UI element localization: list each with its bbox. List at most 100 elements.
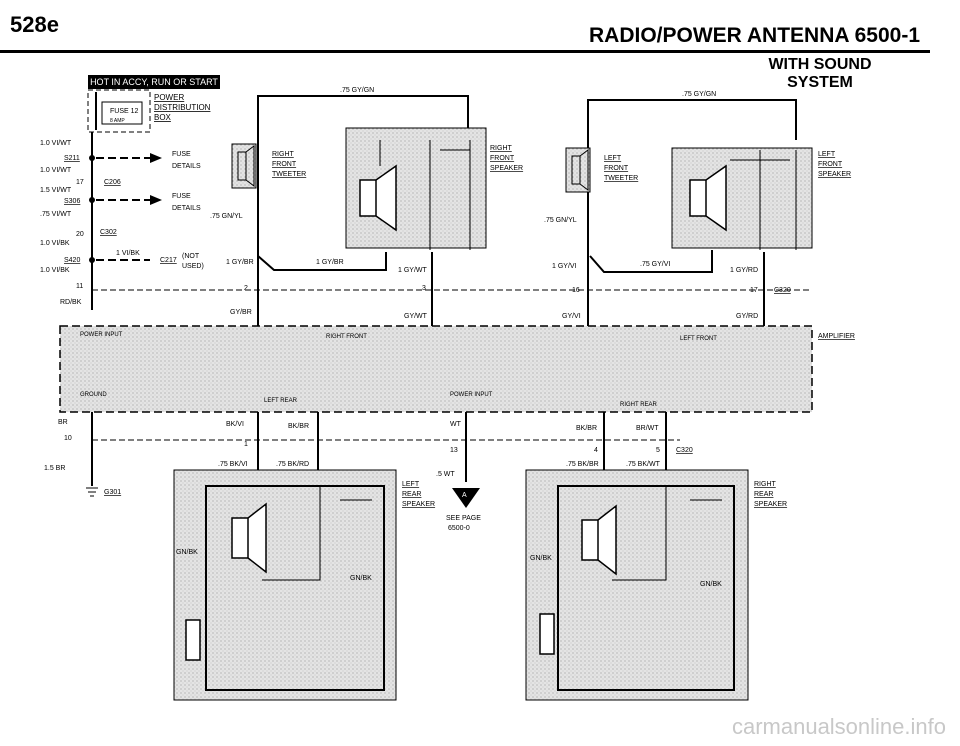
rf-feed-label: .75 GY/GN <box>340 87 374 94</box>
lf-pin-16: 16 <box>572 287 580 294</box>
rf-tweeter-2: FRONT <box>272 161 297 168</box>
connector-a-marker <box>452 488 480 508</box>
connector-c206: C206 <box>104 179 121 186</box>
fuse-label: FUSE 12 <box>110 108 139 115</box>
rf-speaker-box <box>345 127 487 249</box>
lf-w-tweeter: .75 GN/YL <box>544 217 577 224</box>
left-w3: 1.5 VI/WT <box>40 187 72 194</box>
rf-w-tweeter: .75 GN/YL <box>210 213 243 220</box>
lower-w-15br: 1.5 BR <box>44 465 65 472</box>
fuse-details-2b: DETAILS <box>172 205 201 212</box>
amp-power-input: POWER INPUT <box>80 332 123 338</box>
section-title: RADIO/POWER ANTENNA 6500-1 <box>589 24 920 47</box>
connector-a-letter: A <box>462 492 467 499</box>
lower-w-bkbr: .75 BK/BR <box>566 461 599 468</box>
fuse-details-1b: DETAILS <box>172 163 201 170</box>
left-w7: 1.0 VI/BK <box>40 267 70 274</box>
lf-pin-17: 17 <box>750 287 758 294</box>
rf-speaker-1: RIGHT <box>490 145 513 152</box>
splice-s211: S211 <box>64 155 80 162</box>
rr-speaker-3: SPEAKER <box>754 501 787 508</box>
rf-tweeter-3: TWEETER <box>272 171 306 178</box>
left-w6: 1 VI/BK <box>116 250 140 257</box>
rf-tweeter-1: RIGHT <box>272 151 295 158</box>
amplifier-label: AMPLIFIER <box>818 333 855 340</box>
dist-power: POWER <box>154 93 184 102</box>
lr-speaker-2: REAR <box>402 491 421 498</box>
rf-pin-3: 3 <box>422 285 426 292</box>
lower-bkbr-r: BK/BR <box>576 425 597 432</box>
lf-tweeter-1: LEFT <box>604 155 622 162</box>
hot-label: HOT IN ACCY, RUN OR START <box>88 75 220 89</box>
rf-tweeter-box <box>231 143 257 189</box>
lf-gyvi-wire <box>589 250 713 273</box>
lf-w-gyvi-mid: .75 GY/VI <box>640 261 670 268</box>
lf-tweeter-box <box>565 147 591 193</box>
left-w8: RD/BK <box>60 299 82 306</box>
see-page-1: SEE PAGE <box>446 515 481 522</box>
c206-pin: 17 <box>76 179 84 186</box>
amp-left-front: LEFT FRONT <box>680 336 717 342</box>
lr-gnbk-2: GN/BK <box>350 575 372 582</box>
rr-speaker-1: RIGHT <box>754 481 777 488</box>
amp-right-rear: RIGHT REAR <box>620 402 658 408</box>
lr-speaker-3: SPEAKER <box>402 501 435 508</box>
c217-note-2: USED) <box>182 263 204 270</box>
lf-speaker-1: LEFT <box>818 151 836 158</box>
left-w1: 1.0 VI/WT <box>40 140 72 147</box>
lower-w-5wt: .5 WT <box>436 471 455 478</box>
lower-bkvi: BK/VI <box>226 421 244 428</box>
lf-tweeter-3: TWEETER <box>604 175 638 182</box>
amplifier-box <box>59 325 813 413</box>
left-w5: 1.0 VI/BK <box>40 240 70 247</box>
header-rule <box>0 50 930 53</box>
lower-w-bkvi: .75 BK/VI <box>218 461 248 468</box>
lower-pin-10: 10 <box>64 435 72 442</box>
left-w2: 1.0 VI/WT <box>40 167 72 174</box>
lr-gnbk-1: GN/BK <box>176 549 198 556</box>
lower-w-bkwt: .75 BK/WT <box>626 461 661 468</box>
lower-pin-4: 4 <box>594 447 598 454</box>
rf-w-gybr-left: 1 GY/BR <box>226 259 254 266</box>
lf-connector-c320: C320 <box>774 287 791 294</box>
lower-wt: WT <box>450 421 462 428</box>
rf-speaker-3: SPEAKER <box>490 165 523 172</box>
left-w4: .75 VI/WT <box>40 211 72 218</box>
fuse-box <box>101 101 143 125</box>
connector-c302: C302 <box>100 229 117 236</box>
lf-speaker-3: SPEAKER <box>818 171 851 178</box>
page-code: 528e <box>10 12 59 37</box>
see-page-2: 6500-0 <box>448 525 470 532</box>
rr-gnbk-2: GN/BK <box>700 581 722 588</box>
left-rear-speaker-box <box>173 469 397 701</box>
rf-gybr-wire <box>257 252 387 271</box>
amp-ground: GROUND <box>80 392 107 398</box>
c217-note-1: (NOT <box>182 253 200 260</box>
variant-banner: WITH SOUND SYSTEM <box>768 56 872 91</box>
rf-w-gywt2: GY/WT <box>404 313 428 320</box>
lf-feed-wire <box>587 99 797 290</box>
watermark: carmanualsonline.info <box>731 714 946 739</box>
rf-pin-2: 2 <box>244 285 248 292</box>
connector-c217: C217 <box>160 257 177 264</box>
lf-w-gyvi2: GY/VI <box>562 313 581 320</box>
lower-w-bkrd: .75 BK/RD <box>276 461 309 468</box>
rf-w-gybr2: GY/BR <box>230 309 252 316</box>
lower-bkbr: BK/BR <box>288 423 309 430</box>
lr-speaker-1: LEFT <box>402 481 420 488</box>
dist-box: BOX <box>154 113 172 122</box>
fuse-details-1a: FUSE <box>172 151 191 158</box>
lower-brwt: BR/WT <box>636 425 659 432</box>
rf-feed-wire <box>257 95 469 280</box>
lower-pin-1: 1 <box>244 441 248 448</box>
lower-c320: C320 <box>676 447 693 454</box>
lf-w-gyrd2: GY/RD <box>736 313 758 320</box>
lf-tweeter-2: FRONT <box>604 165 629 172</box>
rf-speaker-2: FRONT <box>490 155 515 162</box>
pin-11: 11 <box>76 283 83 290</box>
splice-s420: S420 <box>64 257 80 264</box>
dist-distribution: DISTRIBUTION <box>154 103 211 112</box>
lf-speaker-2: FRONT <box>818 161 843 168</box>
amp-power-input-b: POWER INPUT <box>450 392 493 398</box>
